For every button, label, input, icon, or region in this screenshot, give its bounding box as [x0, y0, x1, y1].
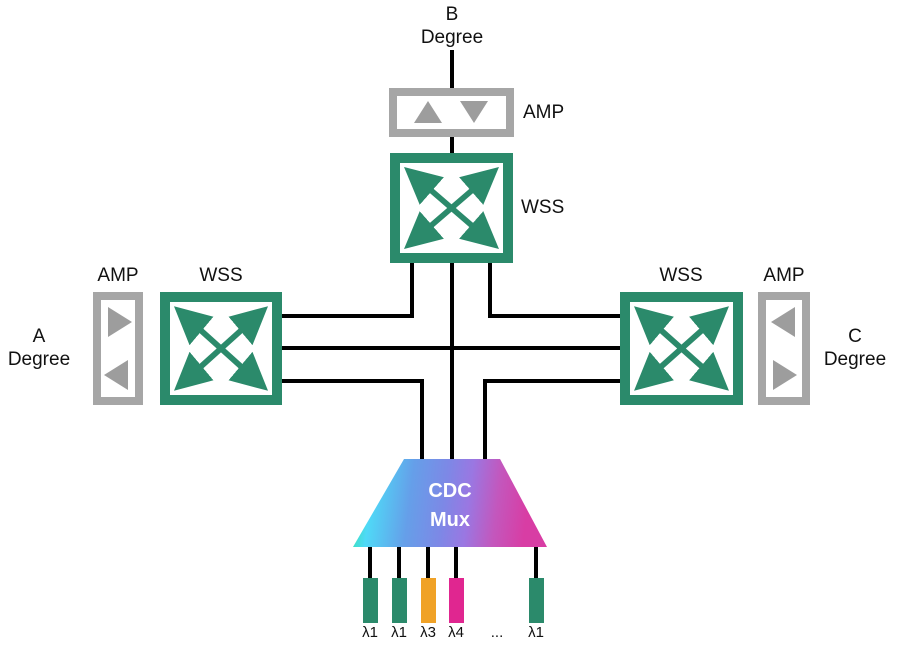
wss-top [390, 153, 513, 263]
fiber-wss-right-to-wss-top [488, 314, 620, 318]
fiber-degree-b-stub [450, 50, 454, 88]
fiber-wss-top-left-drop [410, 263, 414, 318]
transponder [529, 578, 544, 623]
wavelength-label: λ1 [391, 624, 407, 641]
amp-up-down-triangles-icon [414, 101, 488, 123]
triangle-up-icon [414, 101, 442, 123]
degree-a-word: Degree [7, 349, 71, 370]
cdc-mux-label-line2: Mux [430, 509, 470, 531]
fiber-wss-top-to-mux [450, 263, 454, 459]
amp-left [93, 292, 143, 405]
triangle-right-icon [108, 307, 132, 337]
fiber-wss-left-to-mux-v [420, 379, 424, 459]
wavelength-label: λ3 [420, 624, 436, 641]
triangle-left-icon [771, 307, 795, 337]
fiber-wss-right-to-mux-h [483, 379, 620, 383]
degree-b-word: Degree [420, 27, 484, 48]
degree-c-name: C [848, 326, 862, 347]
cdc-mux-label-line1: CDC [428, 480, 472, 502]
fiber-wss-left-to-mux-h [282, 379, 424, 383]
amp-top [389, 88, 514, 137]
cdc-mux: CDC Mux [353, 459, 547, 547]
fiber-wss-right-to-mux-v [483, 379, 487, 459]
amp-left-right-triangles-icon [771, 307, 797, 390]
fiber-mux-to-transponder-4 [454, 547, 458, 578]
ellipsis-label: ... [490, 624, 504, 641]
cross-connect-arrows-icon [173, 306, 269, 391]
cross-connect-arrows-icon [404, 167, 499, 249]
wss-right [620, 292, 743, 405]
wavelength-label: λ1 [528, 624, 544, 641]
amp-right-left-triangles-icon [104, 307, 132, 390]
wavelength-label: λ4 [448, 624, 464, 641]
degree-c-word: Degree [823, 349, 887, 370]
triangle-right-icon [773, 360, 797, 390]
wss-top-label: WSS [521, 197, 565, 218]
triangle-down-icon [460, 101, 488, 123]
wss-left [160, 292, 282, 405]
degree-b-name: B [445, 4, 459, 25]
wss-left-label: WSS [199, 265, 243, 286]
fiber-wss-top-right-drop [488, 263, 492, 318]
amp-top-label: AMP [523, 102, 565, 123]
fiber-mux-to-transponder-1 [368, 547, 372, 578]
transponder [392, 578, 407, 623]
fiber-mux-to-transponder-5 [534, 547, 538, 578]
triangle-left-icon [104, 360, 128, 390]
amp-right-label: AMP [763, 265, 805, 286]
amp-left-label: AMP [97, 265, 139, 286]
cross-connect-arrows-icon [634, 306, 729, 391]
fiber-mux-to-transponder-2 [397, 547, 401, 578]
fiber-wss-left-to-wss-top [282, 314, 414, 318]
transponder [421, 578, 436, 623]
transponder [363, 578, 378, 623]
wavelength-label: λ1 [362, 624, 378, 641]
wss-right-label: WSS [659, 265, 703, 286]
fiber-wss-left-to-wss-right [282, 346, 620, 350]
degree-a-name: A [32, 326, 46, 347]
transponder [449, 578, 464, 623]
amp-right [758, 292, 810, 405]
fiber-mux-to-transponder-3 [426, 547, 430, 578]
fiber-amp-top-to-wss-top [450, 137, 454, 153]
